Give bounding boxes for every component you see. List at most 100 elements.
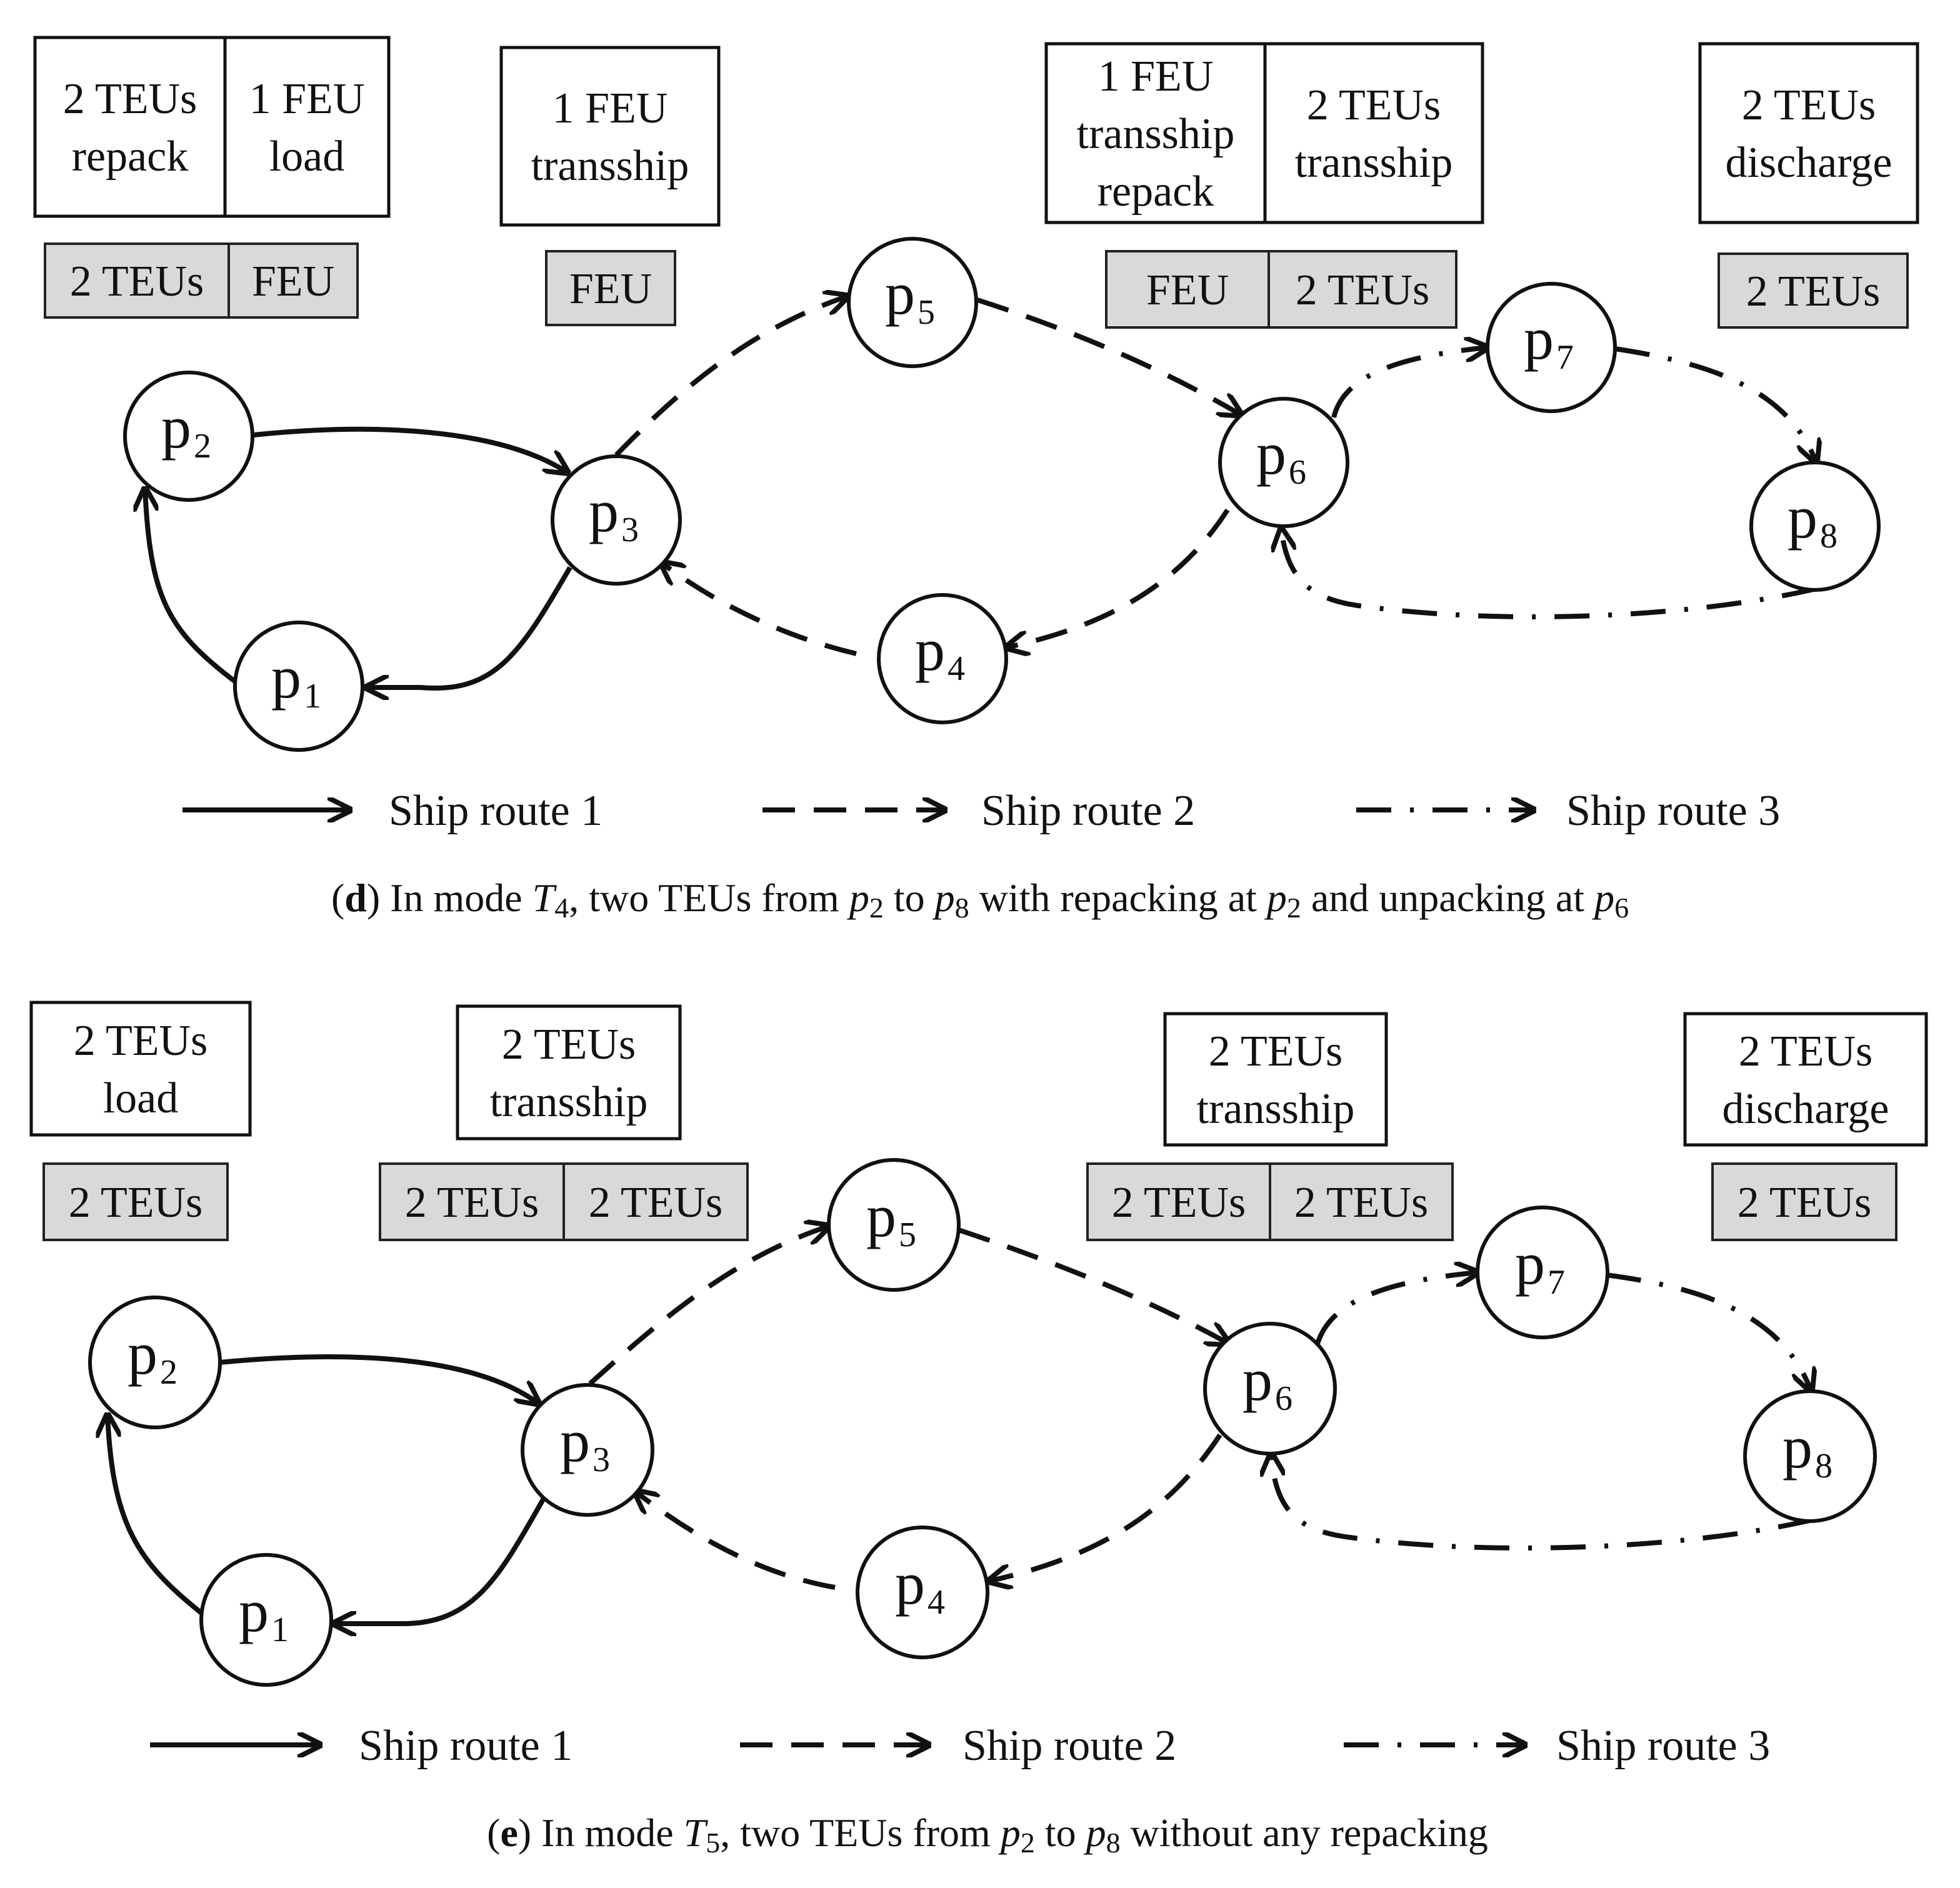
port-circle	[1476, 1206, 1609, 1339]
container-label: 2 TEUs	[70, 257, 204, 306]
operation-text: 2 TEUs	[63, 75, 198, 123]
operation-cell	[1163, 1012, 1388, 1147]
port-letter: p	[1788, 484, 1818, 551]
container-label: 2 TEUs	[589, 1179, 723, 1227]
route-edge-dashdot	[1331, 347, 1488, 418]
operation-text: 2 TEUs	[74, 1017, 208, 1065]
port-subscript: 7	[1548, 1263, 1565, 1302]
operation-text: transship	[1077, 110, 1235, 158]
operation-text: transship	[1197, 1085, 1355, 1133]
route-edge-dashdot	[1614, 346, 1816, 462]
container-box: 2 TEUs	[1718, 252, 1909, 329]
operation-text: 2 TEUs	[502, 1021, 636, 1069]
port-letter: p	[1256, 420, 1286, 487]
port-letter: p	[161, 394, 191, 461]
route-edge-dash	[989, 1433, 1222, 1581]
operation-cell	[223, 36, 391, 218]
port-subscript: 7	[1556, 338, 1574, 377]
container-box: 2 TEUs 2 TEUs	[1086, 1162, 1454, 1241]
route-edge-dashdot	[1606, 1272, 1811, 1391]
operation-text: 1 FEU	[1098, 52, 1214, 101]
container-box: 2 TEUs	[1711, 1162, 1898, 1241]
port-letter: p	[271, 644, 301, 711]
route-edge-dash	[588, 1226, 829, 1386]
operation-cell	[29, 1001, 252, 1137]
port-letter: p	[1524, 305, 1554, 372]
port-letter: p	[1782, 1414, 1812, 1481]
container-label: 2 TEUs	[1746, 267, 1881, 316]
port-letter: p	[1242, 1346, 1272, 1413]
container-cell	[44, 242, 230, 319]
route-edge-solid	[145, 489, 238, 685]
port-circle	[827, 1158, 961, 1292]
operation-text: transship	[490, 1078, 648, 1126]
container-label: 2 TEUs	[1294, 1179, 1429, 1227]
operation-cell	[1263, 42, 1484, 224]
container-label: 2 TEUs	[1112, 1179, 1246, 1227]
container-cell	[1718, 252, 1909, 329]
port-subscript: 5	[899, 1216, 916, 1254]
port-subscript: 6	[1289, 453, 1306, 492]
route-edge-solid	[108, 1415, 206, 1617]
route-edge-dash	[1006, 508, 1230, 647]
port-circle	[1203, 1322, 1337, 1456]
operation-text: 2 TEUs	[1739, 1027, 1873, 1076]
port-subscript: 8	[1820, 517, 1838, 556]
port-circle	[856, 1526, 989, 1659]
operation-text: 1 FEU	[552, 84, 668, 132]
port-letter: p	[560, 1407, 590, 1474]
route-edge-dash	[635, 1491, 836, 1590]
operation-cell	[1698, 42, 1919, 224]
legend-label: Ship route 2	[981, 787, 1195, 835]
container-box: 2 TEUs	[42, 1162, 229, 1241]
container-cell	[42, 1162, 229, 1241]
operation-text: transship	[1295, 139, 1453, 187]
route-edge-dash	[661, 562, 857, 656]
operation-text: 2 TEUs	[1742, 81, 1876, 129]
port-letter: p	[589, 477, 619, 544]
route-edge-dashdot	[1315, 1272, 1478, 1345]
port-letter: p	[239, 1577, 269, 1644]
port-subscript: 5	[918, 293, 935, 332]
port-circle	[877, 593, 1008, 724]
port-circle	[551, 454, 682, 586]
container-label: 2 TEUs	[1296, 266, 1430, 314]
route-edge-solid	[253, 426, 568, 472]
port-circle	[1749, 461, 1881, 592]
port-letter: p	[895, 1550, 925, 1617]
container-cell	[545, 250, 676, 326]
port-letter: p	[885, 260, 915, 327]
container-label: 2 TEUs	[69, 1179, 203, 1227]
caption: (d) In mode T4, two TEUs from p2 to p8 w…	[331, 876, 1629, 924]
legend-label: Ship route 3	[1566, 787, 1780, 835]
container-cell	[1105, 250, 1270, 329]
port-circle	[199, 1553, 333, 1687]
operation-box: 2 TEUs transship	[456, 1004, 682, 1141]
container-cell	[562, 1162, 749, 1241]
operation-cell	[456, 1004, 682, 1141]
route-edge-dash	[958, 1227, 1229, 1344]
route-edge-solid	[366, 566, 572, 688]
operation-cell	[33, 36, 227, 218]
